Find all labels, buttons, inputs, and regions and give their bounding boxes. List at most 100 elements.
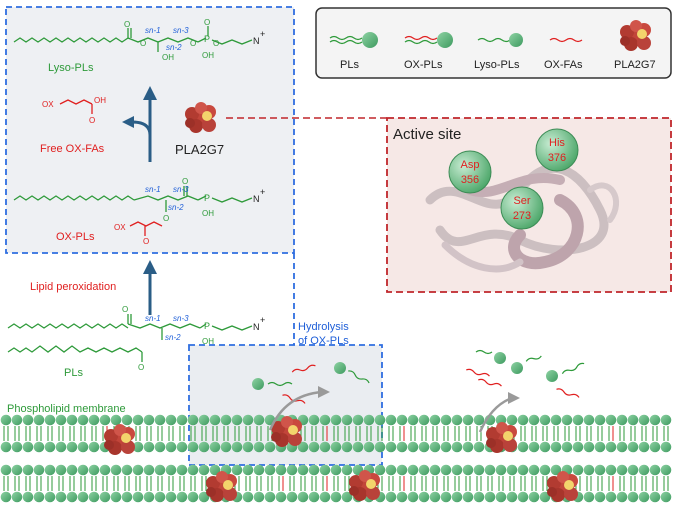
atom-label: O (190, 39, 196, 48)
membrane-enzyme-icon (104, 424, 135, 455)
lipid-head (286, 491, 298, 503)
lipid-head (583, 491, 595, 503)
lipid-head (649, 414, 661, 426)
lipid-head (275, 491, 287, 503)
legend-label-ox-pls: OX-PLs (404, 59, 443, 71)
lipid-head (363, 414, 375, 426)
lipid-head (176, 441, 188, 453)
lipid-head (594, 491, 606, 503)
charge-label: + (260, 315, 265, 325)
lipid-head (374, 414, 386, 426)
lipid-head (385, 464, 397, 476)
atom-label: O (163, 214, 169, 223)
lipid-head (528, 414, 540, 426)
lipid-head (638, 441, 650, 453)
lipid-head (429, 464, 441, 476)
atom-label: O (124, 20, 130, 29)
lipid-head (22, 491, 34, 503)
legend-label-ox-fas: OX-FAs (544, 59, 583, 71)
lipid-head (484, 464, 496, 476)
lyso-pl-structure (13, 26, 253, 52)
lipid-head (616, 414, 628, 426)
lipid-head (308, 464, 320, 476)
lipid-head (396, 491, 408, 503)
lipid-head (396, 464, 408, 476)
lipid-head (330, 491, 342, 503)
sn3-label: sn-3 (173, 26, 189, 35)
lipid-head (0, 491, 12, 503)
residue-asp: Asp 356 (448, 150, 492, 194)
lipid-head (616, 491, 628, 503)
lipid-head (473, 491, 485, 503)
lipid-head (341, 491, 353, 503)
legend-item-lyso-pls (477, 33, 523, 47)
phosphorus-label: P (204, 34, 210, 44)
lipid-head (143, 414, 155, 426)
lipid-head (121, 414, 133, 426)
lipid-head (33, 441, 45, 453)
legend-label-pls: PLs (340, 59, 359, 71)
charge-label: + (260, 187, 265, 197)
lipid-head (517, 414, 529, 426)
lipid-head (473, 464, 485, 476)
lipid-head (616, 464, 628, 476)
phosphorus-label: P (204, 193, 210, 203)
lipid-head (11, 414, 23, 426)
lipid-head (66, 464, 78, 476)
lipid-head (66, 491, 78, 503)
lipid-head (88, 414, 100, 426)
lipid-head (99, 464, 111, 476)
lipid-head (55, 464, 67, 476)
lipid-head (44, 414, 56, 426)
lipid-head (605, 414, 617, 426)
lipid-head (220, 414, 232, 426)
lipid-head (616, 441, 628, 453)
lipid-head (418, 441, 430, 453)
lipid-head (363, 441, 375, 453)
hydroxyl-label: OH (202, 337, 214, 346)
lipid-head (0, 441, 12, 453)
lipid-head (517, 441, 529, 453)
pla2g7-label: PLA2G7 (175, 142, 224, 157)
lipid-head (231, 441, 243, 453)
lipid-head (132, 491, 144, 503)
lipid-head (165, 491, 177, 503)
lipid-head (418, 414, 430, 426)
legend-item-ox-fas (549, 37, 583, 43)
lipid-head (66, 414, 78, 426)
lipid-head (605, 464, 617, 476)
lipid-head (154, 491, 166, 503)
lipid-head (385, 414, 397, 426)
lipid-head (627, 441, 639, 453)
lipid-head (451, 491, 463, 503)
lipid-head (539, 441, 551, 453)
hydroxyl-label: OH (162, 53, 174, 62)
membrane-enzyme-icon (547, 471, 578, 502)
lipid-head (517, 464, 529, 476)
membrane-enzyme-icon (206, 471, 237, 502)
ox-pls-label: OX-PLs (56, 231, 95, 243)
lipid-head (583, 441, 595, 453)
lipid-peroxidation-label: Lipid peroxidation (30, 281, 116, 293)
residue-number: 273 (513, 210, 531, 222)
lipid-head (550, 414, 562, 426)
lipid-head (396, 414, 408, 426)
lipid-head (253, 441, 265, 453)
lipid-head (561, 414, 573, 426)
ox-fa-structure (59, 99, 93, 114)
lipid-head (550, 441, 562, 453)
hydrolysis-arrow (122, 86, 157, 162)
atom-label: O (182, 177, 188, 186)
lipid-head (33, 414, 45, 426)
lipid-head (330, 414, 342, 426)
lipid-head (297, 441, 309, 453)
lipid-head (308, 491, 320, 503)
membrane-label: Phospholipid membrane (7, 403, 126, 415)
lipid-head (418, 491, 430, 503)
lipid-head (209, 414, 221, 426)
residue-name: Asp (461, 159, 480, 171)
nitrogen-label: N (253, 194, 260, 204)
lipid-head (605, 491, 617, 503)
legend: PLs OX-PLs Lyso-PLs OX-FAs PLA2G7 (315, 7, 672, 79)
lipid-head (528, 441, 540, 453)
